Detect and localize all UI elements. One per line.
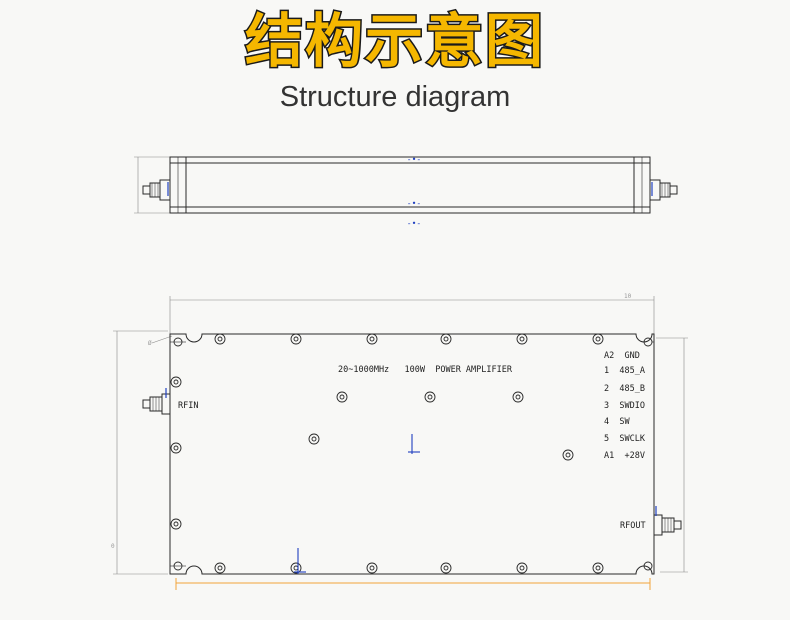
front-view <box>134 156 678 214</box>
rf-input-connector-side <box>142 179 171 201</box>
dimension-corner-value: Ø <box>148 340 152 347</box>
pin-label: 3 SWDIO <box>604 401 645 411</box>
dimension-left-value: 0 <box>111 543 115 550</box>
center-mark: -•- <box>407 155 421 164</box>
screw-hole <box>170 442 182 454</box>
rf-input-label: RFIN <box>178 401 198 411</box>
screw-hole <box>214 562 226 574</box>
screw-hole <box>424 391 436 403</box>
bottom-dimension-highlight <box>175 578 651 590</box>
center-mark: -•- <box>407 219 421 228</box>
pin-label: 2 485_B <box>604 384 645 394</box>
screw-hole <box>170 376 182 388</box>
screw-hole <box>366 333 378 345</box>
page-title-chinese: 结构示意图 <box>243 6 545 77</box>
top-view-dimensions <box>113 296 688 575</box>
screw-hole <box>308 433 320 445</box>
screw-hole <box>170 518 182 530</box>
screw-hole <box>214 333 226 345</box>
rf-output-label: RFOUT <box>620 521 646 531</box>
pin-label: A1 +28V <box>604 451 645 461</box>
screw-hole <box>290 333 302 345</box>
screw-hole <box>592 562 604 574</box>
origin-markers <box>294 434 420 574</box>
pin-label: 1 485_A <box>604 366 645 376</box>
pin-labels: A2 GND 1 485_A 2 485_B 3 SWDIO 4 SW 5 SW… <box>604 351 646 461</box>
screw-hole <box>440 333 452 345</box>
screw-holes <box>170 333 604 574</box>
screw-hole <box>366 562 378 574</box>
pin-label: A2 GND <box>604 351 640 361</box>
rf-output-connector <box>653 506 682 536</box>
rf-output-connector-side <box>649 179 678 201</box>
corner-mounting-holes <box>173 337 653 571</box>
screw-hole <box>512 391 524 403</box>
screw-hole <box>336 391 348 403</box>
screw-hole <box>516 333 528 345</box>
front-view-center-marks: -•- -•- -•- <box>407 155 421 228</box>
screw-hole <box>592 333 604 345</box>
product-label: 20~1000MHz 100W POWER AMPLIFIER <box>338 365 513 375</box>
page-title-english: Structure diagram <box>279 81 511 113</box>
pin-label: 4 SW <box>604 417 630 427</box>
center-mark: -•- <box>407 199 421 208</box>
dimension-top-value: 10 <box>624 293 632 300</box>
pin-label: 5 SWCLK <box>604 434 646 444</box>
screw-hole <box>440 562 452 574</box>
screw-hole <box>516 562 528 574</box>
rf-input-connector <box>142 388 171 415</box>
screw-hole <box>562 449 574 461</box>
